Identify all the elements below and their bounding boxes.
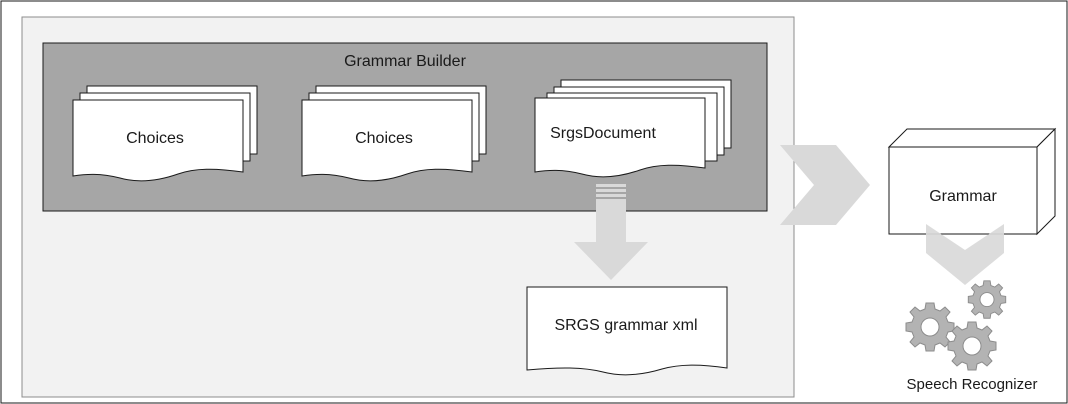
document-shape bbox=[534, 97, 706, 178]
document-shape bbox=[301, 99, 473, 182]
choices-label-1: Choices bbox=[126, 130, 184, 147]
down-arrow-to-xml bbox=[574, 184, 648, 280]
speech-recognizer-label: Speech Recognizer bbox=[907, 376, 1038, 393]
srgs-grammar-xml-document: SRGS grammar xml bbox=[526, 286, 728, 376]
document-shape bbox=[72, 99, 244, 182]
grammar-box: Grammar bbox=[887, 127, 1057, 236]
chevron-down-arrow bbox=[926, 224, 1004, 285]
srgs-xml-label: SRGS grammar xml bbox=[554, 317, 697, 334]
grammar-label: Grammar bbox=[929, 188, 997, 205]
srgsdocument-stack: SrgsDocument bbox=[534, 79, 732, 178]
choices-label-2: Choices bbox=[355, 130, 413, 147]
grammar-builder-title: Grammar Builder bbox=[344, 53, 466, 70]
chevron-right-arrow bbox=[780, 145, 870, 225]
choices-document-stack-1: Choices bbox=[72, 85, 258, 182]
choices-document-stack-2: Choices bbox=[301, 85, 487, 182]
gears-icon bbox=[905, 280, 1007, 371]
srgsdocument-label: SrgsDocument bbox=[550, 125, 656, 142]
